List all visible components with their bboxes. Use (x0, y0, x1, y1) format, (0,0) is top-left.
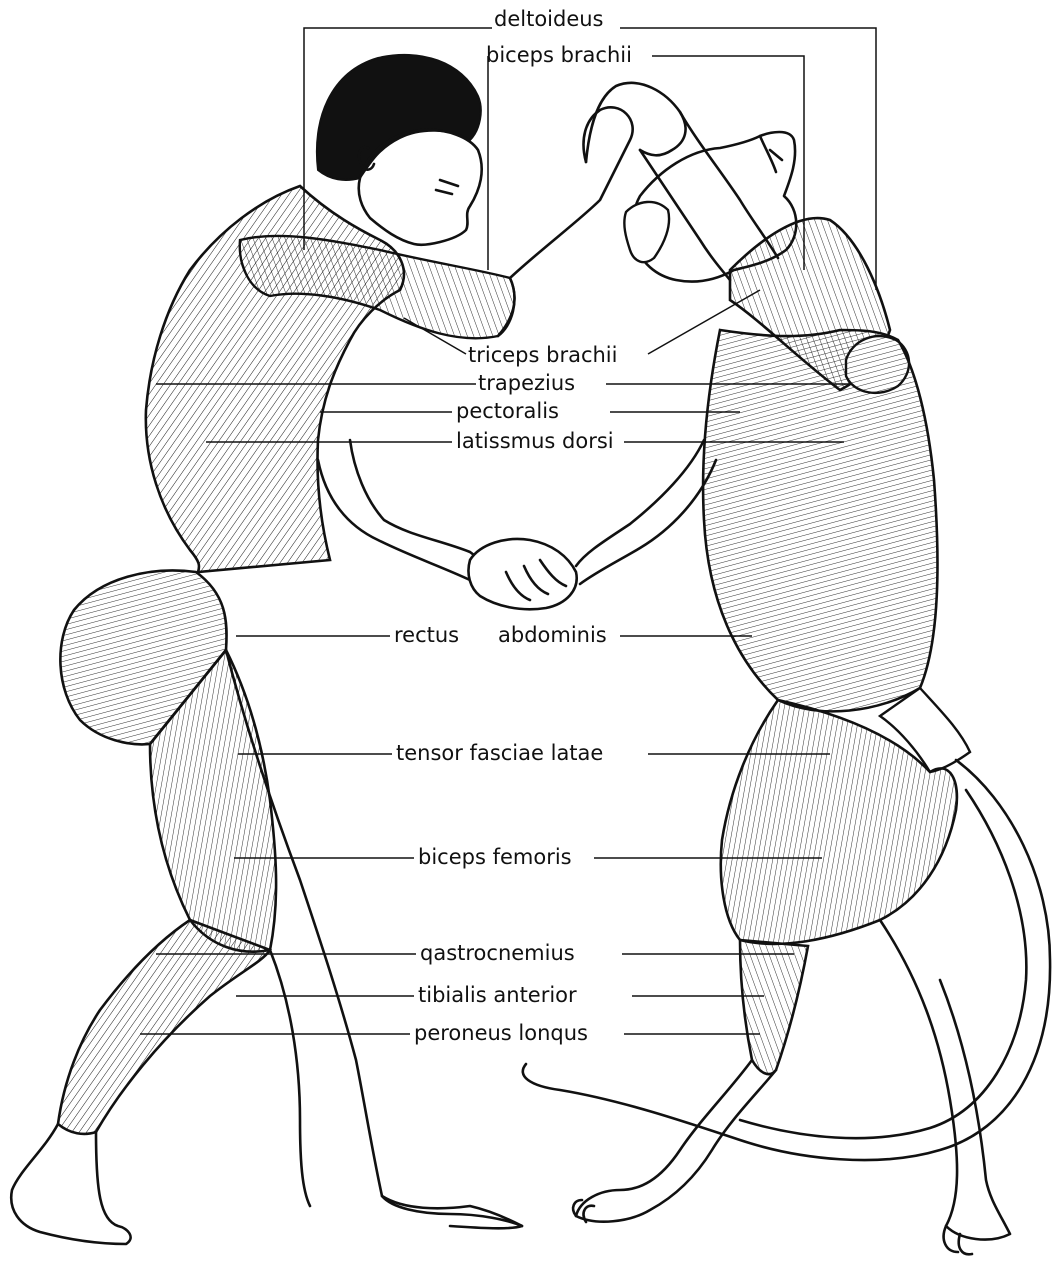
cat-figure (523, 112, 1050, 1254)
label-abdominis: abdominis (498, 623, 607, 647)
label-peroneus-longus: peroneus lonqus (414, 1021, 588, 1045)
label-triceps-brachii: triceps brachii (468, 343, 617, 367)
labels: deltoideus biceps brachii triceps brachi… (394, 7, 632, 1045)
label-rectus: rectus (394, 623, 459, 647)
clasped-hands (468, 539, 576, 609)
human-hair (317, 55, 481, 180)
human-raised-arm (498, 107, 633, 336)
human-raised-hand (586, 83, 686, 162)
label-biceps-brachii: biceps brachii (486, 43, 632, 67)
human-eye (436, 180, 458, 194)
label-tensor-fasciae-latae: tensor fasciae latae (396, 741, 603, 765)
cat-back-claws (944, 1226, 972, 1254)
cat-lower-arm (576, 440, 716, 584)
label-biceps-femoris: biceps femoris (418, 845, 572, 869)
label-trapezius: trapezius (478, 371, 575, 395)
label-deltoideus: deltoideus (494, 7, 604, 31)
cat-ear (760, 136, 782, 172)
label-latissmus-dorsi: latissmus dorsi (456, 429, 614, 453)
cat-shin (740, 940, 808, 1074)
cat-torso (703, 330, 937, 711)
cat-back-leg (880, 920, 1010, 1240)
label-pectoralis: pectoralis (456, 399, 559, 423)
human-back-foot (382, 1196, 522, 1228)
label-gastrocnemius: qastrocnemius (420, 941, 575, 965)
human-lower-arm (350, 440, 500, 562)
label-tibialis-anterior: tibialis anterior (418, 983, 577, 1007)
human-shin (58, 920, 270, 1134)
human-front-foot (11, 1124, 130, 1244)
human-figure (11, 55, 685, 1244)
cat-mouth (624, 202, 669, 262)
